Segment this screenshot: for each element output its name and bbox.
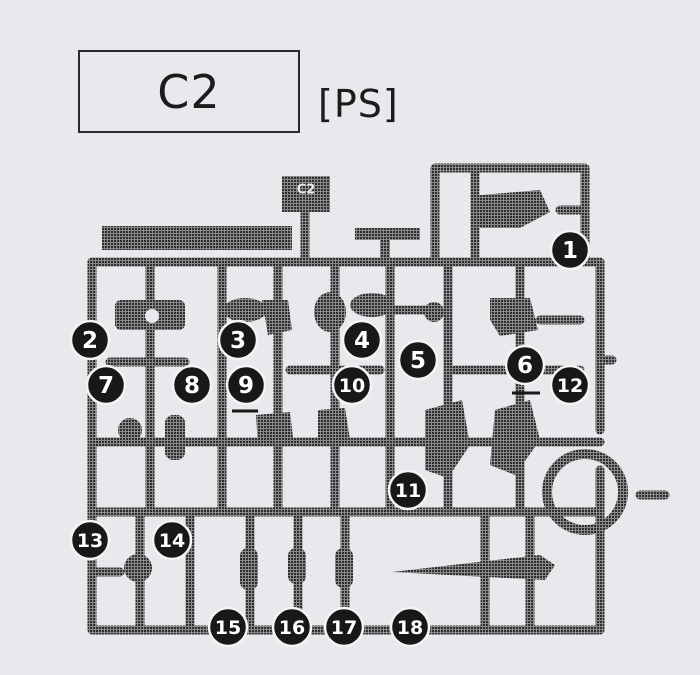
callout-number: 5 [410, 348, 426, 374]
callout-number: 16 [279, 617, 305, 639]
callout-number: 1 [562, 238, 578, 264]
callout-13: 13 [69, 519, 111, 561]
callout-number: 12 [557, 375, 583, 397]
top-bar-part [102, 226, 292, 250]
callout-number: 13 [77, 530, 103, 552]
callout-10: 10 [331, 364, 373, 406]
callout-4: 4 [341, 319, 383, 361]
sprue-tab [282, 176, 330, 212]
callout-number: 7 [98, 373, 114, 399]
callout-8: 8 [171, 364, 213, 406]
callout-number: 9 [238, 373, 254, 399]
callout-9: 9 [225, 364, 267, 406]
callout-11: 11 [387, 469, 429, 511]
callout-number: 10 [339, 375, 365, 397]
callout-number: 4 [354, 328, 370, 354]
callout-3: 3 [217, 319, 259, 361]
callout-15: 15 [207, 606, 249, 648]
callout-12: 12 [549, 364, 591, 406]
sprue-label: C2 [157, 64, 221, 119]
callout-6: 6 [504, 344, 546, 386]
part-hole [145, 309, 159, 323]
t-part [355, 228, 420, 240]
callout-7: 7 [85, 364, 127, 406]
ring-part [542, 449, 628, 535]
callout-number: 3 [230, 328, 246, 354]
callout-number: 15 [215, 617, 241, 639]
callout-number: 6 [517, 353, 533, 379]
callout-14: 14 [151, 519, 193, 561]
callout-5: 5 [397, 339, 439, 381]
callout-number: 17 [331, 617, 357, 639]
callout-1: 1 [549, 229, 591, 271]
callout-17: 17 [323, 606, 365, 648]
callout-16: 16 [271, 606, 313, 648]
callout-number: 14 [159, 530, 185, 552]
sprue-tab-label: C2 [297, 183, 316, 198]
callout-number: 8 [184, 373, 200, 399]
callout-number: 2 [82, 328, 98, 354]
material-label: [PS] [318, 82, 399, 126]
sprue-label-box: C2 [78, 50, 300, 133]
callout-18: 18 [389, 606, 431, 648]
callout-2: 2 [69, 319, 111, 361]
callout-number: 11 [395, 480, 421, 502]
t-part-stem [380, 238, 390, 258]
callout-number: 18 [397, 617, 423, 639]
